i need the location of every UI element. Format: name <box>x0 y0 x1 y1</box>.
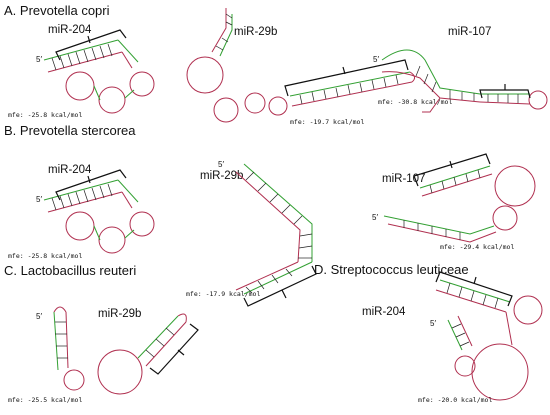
mfe-label: mfe: -29.4 kcal/mol <box>440 243 514 251</box>
panel-title-b: B. Prevotella stercorea <box>4 123 136 138</box>
seed-bracket <box>55 29 127 61</box>
structure-d-mir204: miR-204 5′ mfe: -20.0 kcal/mol <box>362 271 543 404</box>
mirna-label: miR-29b <box>98 308 141 320</box>
structure-a-mir204: miR-204 5′ mfe: -25.8 kcal/mol <box>8 24 155 119</box>
seed-bracket <box>243 265 317 307</box>
mirna-label: miR-204 <box>48 164 92 176</box>
mfe-label: mfe: -20.0 kcal/mol <box>418 396 492 404</box>
seed-bracket <box>479 84 531 99</box>
structure-b-mir29b: miR-29b 5′ mfe: -17.9 kcal/mol <box>186 160 317 307</box>
mfe-label: mfe: -30.8 kcal/mol <box>378 98 452 106</box>
mfe-label: mfe: -25.8 kcal/mol <box>8 111 82 119</box>
structure-a-mir107: miR-107 5′ mfe: -30.8 kcal/mol <box>373 26 548 113</box>
mfe-label: mfe: -25.5 kcal/mol <box>8 396 82 404</box>
seed-bracket <box>413 153 491 187</box>
five-prime-label: 5′ <box>372 213 378 222</box>
structure-a-mir29b: miR-29b mfe: -19.7 kcal/mol <box>186 8 416 126</box>
panel-title-c: C. Lactobacillus reuteri <box>4 263 136 278</box>
mfe-label: mfe: -17.9 kcal/mol <box>186 290 260 298</box>
seed-bracket <box>55 169 127 201</box>
mirna-label: miR-204 <box>48 24 92 36</box>
mirna-label: miR-29b <box>234 26 277 38</box>
mfe-label: mfe: -19.7 kcal/mol <box>290 118 364 126</box>
seed-bracket <box>284 59 409 97</box>
five-prime-label: 5′ <box>430 319 436 328</box>
structure-b-mir107: miR-107 5′ mfe: -29.4 kcal/mol <box>372 153 536 251</box>
mfe-label: mfe: -25.8 kcal/mol <box>8 252 82 260</box>
panel-title-d: D. Streptococcus leuticeae <box>314 262 469 277</box>
five-prime-label: 5′ <box>36 312 42 321</box>
structure-c-mir29b: miR-29b 5′ mfe: -25.5 kcal/mol <box>8 306 199 404</box>
seed-bracket <box>149 323 199 375</box>
mirna-label: miR-107 <box>448 26 491 38</box>
mirna-label: miR-29b <box>200 170 243 182</box>
five-prime-label: 5′ <box>36 55 42 64</box>
seed-bracket <box>435 271 513 307</box>
panel-title-a: A. Prevotella copri <box>4 3 110 18</box>
five-prime-label: 5′ <box>36 195 42 204</box>
five-prime-label: 5′ <box>373 55 379 64</box>
structure-b-mir204: miR-204 5′ mfe: -25.8 kcal/mol <box>8 164 155 260</box>
five-prime-label: 5′ <box>218 160 224 169</box>
mirna-label: miR-204 <box>362 306 406 318</box>
